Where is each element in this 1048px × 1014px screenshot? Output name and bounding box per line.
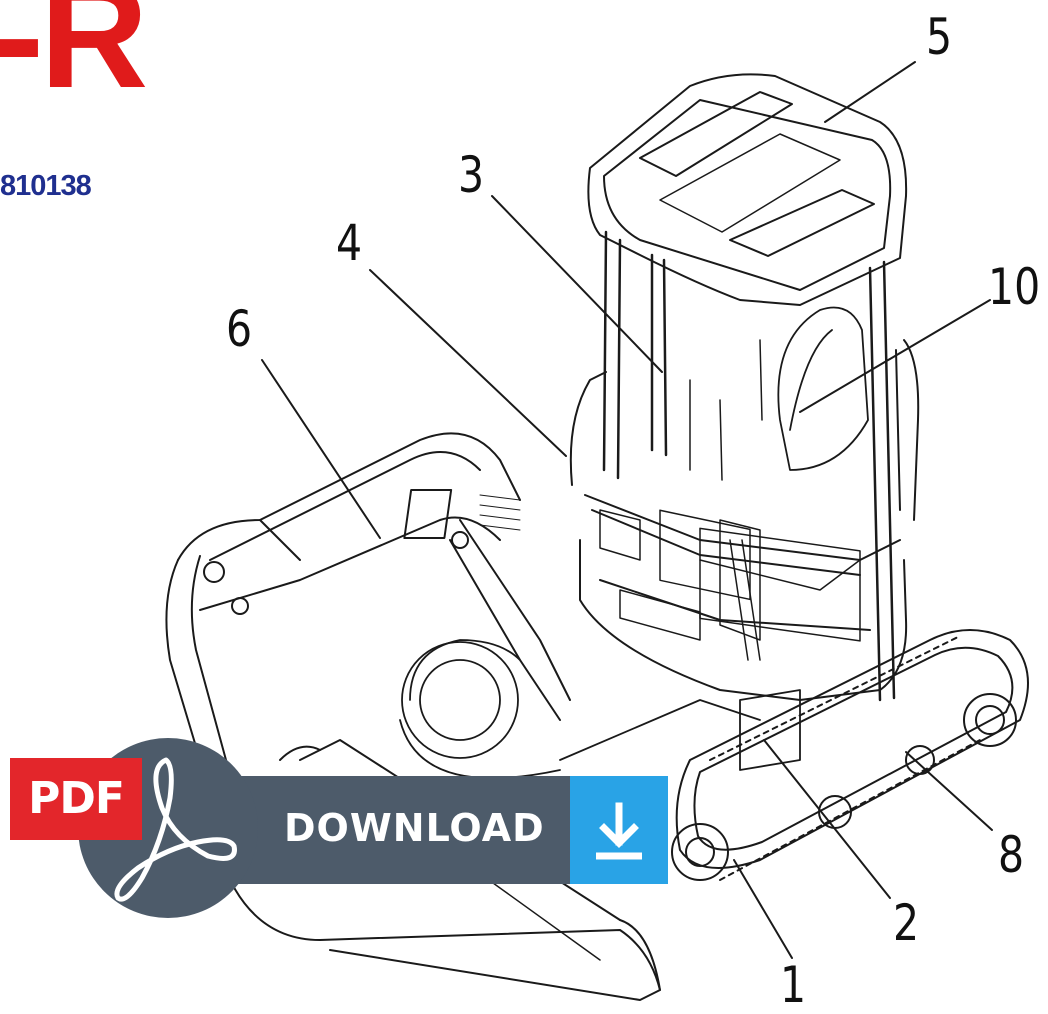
callout-6: 6 (226, 300, 253, 358)
download-button[interactable] (570, 776, 668, 884)
acrobat-icon (114, 757, 237, 902)
page-title-fragment: -R (0, 0, 148, 119)
pdf-download-banner[interactable]: DOWNLOAD PDF (10, 738, 668, 918)
boom (177, 432, 571, 721)
left-track (399, 639, 561, 780)
callout-3: 3 (458, 146, 485, 204)
pdf-badge: PDF (10, 758, 142, 840)
callout-4: 4 (336, 214, 363, 272)
leader-lines (261, 61, 993, 959)
right-track (671, 629, 1029, 881)
canopy-pillars (602, 230, 896, 702)
callout-5: 5 (926, 8, 953, 66)
canopy-roof (587, 73, 908, 306)
callout-2: 2 (893, 894, 920, 952)
download-label: DOWNLOAD (284, 806, 545, 850)
dozer-blade (559, 689, 801, 771)
acrobat-badge: PDF (10, 738, 258, 918)
callout-10: 10 (988, 258, 1041, 316)
callout-8: 8 (998, 826, 1025, 884)
callout-1: 1 (780, 956, 807, 1014)
seat (777, 306, 869, 471)
control-consoles (599, 339, 861, 661)
download-arrow-icon (596, 802, 642, 860)
upper-structure (569, 339, 920, 701)
serial-number-fragment: 810138 (0, 170, 92, 202)
download-bar[interactable]: DOWNLOAD (228, 776, 668, 884)
